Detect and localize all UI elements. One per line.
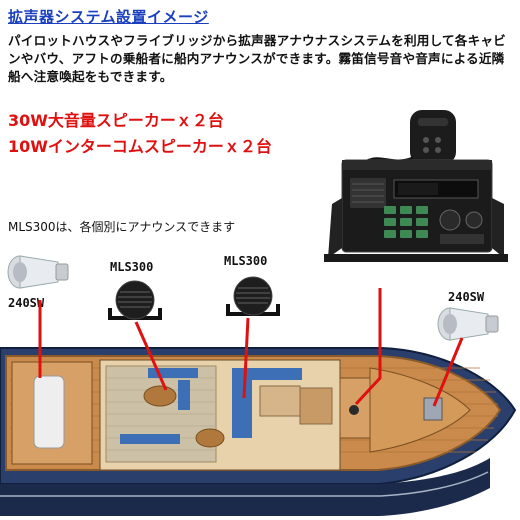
- round-speaker-icon: [108, 280, 162, 320]
- horn-speaker-icon: [437, 307, 499, 341]
- label-mls300-1: MLS300: [110, 260, 154, 274]
- radio-unit-icon: [324, 110, 508, 262]
- highlight-line-30w: 30W大音量スピーカーｘ２台: [8, 111, 224, 130]
- intro-text: パイロットハウスやフライブリッジから拡声器アナウナスシステムを利用して各キャビン…: [8, 33, 506, 84]
- boat-plan-icon: [0, 288, 517, 516]
- label-240sw-left: 240SW: [8, 296, 45, 310]
- mls300-note: MLS300は、各個別にアナウンスできます: [8, 220, 236, 234]
- label-mls300-2: MLS300: [224, 254, 268, 268]
- round-speaker-icon: [226, 276, 280, 316]
- page-title: 拡声器システム設置イメージ: [8, 8, 209, 26]
- highlight-line-10w: 10Wインターコムスピーカーｘ２台: [8, 137, 272, 156]
- label-240sw-right: 240SW: [448, 290, 485, 304]
- horn-speaker-icon: [7, 255, 69, 289]
